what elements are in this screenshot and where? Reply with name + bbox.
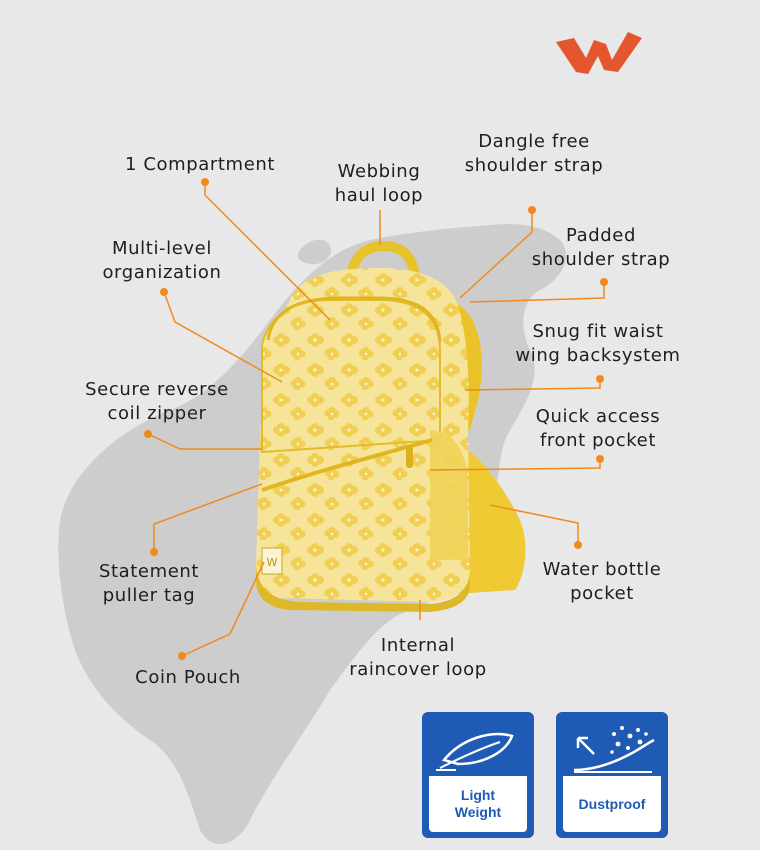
haul-loop [346, 240, 420, 297]
badge-dustproof-label: Dustproof [563, 776, 661, 832]
dot-water-pocket [574, 541, 582, 549]
dot-padded-strap [600, 278, 608, 286]
brand-logo [556, 32, 642, 74]
feature-label-haul-loop: Webbing haul loop [334, 161, 424, 206]
puller-tag [261, 547, 283, 575]
dot-zipper [144, 430, 152, 438]
dot-compartment [201, 178, 209, 186]
feature-label-padded-strap: Padded shoulder strap [531, 225, 671, 270]
callout-dangle-strap [459, 210, 533, 299]
callout-lines [147, 182, 605, 657]
callout-padded-strap [469, 282, 605, 303]
feature-label-waist-wing: Snug fit waist wing backsystem [515, 321, 681, 366]
front-panel [261, 299, 441, 454]
callout-water-pocket [489, 504, 579, 545]
feature-label-puller-tag: Statement puller tag [98, 561, 200, 606]
feature-label-water-pocket: Water bottle pocket [542, 559, 662, 604]
badge-light-weight-label: Light Weight [429, 776, 527, 832]
bag-base [256, 565, 470, 612]
callout-compartment [204, 182, 331, 321]
puller-tag-text: W [267, 556, 278, 569]
feature-label-multi-level: Multi-level organization [102, 238, 222, 283]
feature-label-compartment: 1 Compartment [124, 154, 276, 175]
side-pocket [430, 430, 469, 560]
dot-coin-pouch [178, 652, 186, 660]
badge-dustproof: Dustproof [556, 712, 668, 838]
feature-label-zipper: Secure reverse coil zipper [85, 379, 229, 424]
callout-puller-tag [153, 483, 263, 552]
feature-label-raincover: Internal raincover loop [349, 635, 487, 680]
callout-multi-level [163, 291, 283, 383]
callout-dots [144, 178, 608, 660]
callout-coin-pouch [181, 561, 265, 657]
feature-label-dangle-strap: Dangle free shoulder strap [464, 131, 604, 176]
callout-zipper [147, 433, 262, 450]
feature-label-front-pocket: Quick access front pocket [535, 406, 661, 451]
badge-light-weight: Light Weight [422, 712, 534, 838]
dot-front-pocket [596, 455, 604, 463]
background-map-island [298, 239, 332, 265]
dot-puller-tag [150, 548, 158, 556]
dot-multi-level [160, 288, 168, 296]
backpack: W [255, 240, 526, 612]
front-zipper [261, 438, 433, 492]
dot-waist-wing [596, 375, 604, 383]
zip-puller [406, 446, 413, 468]
feather-icon [436, 732, 514, 771]
feature-label-coin-pouch: Coin Pouch [135, 667, 241, 688]
dot-dangle-strap [528, 206, 536, 214]
main-zipper [266, 296, 442, 343]
dust-particles-icon [573, 726, 655, 773]
